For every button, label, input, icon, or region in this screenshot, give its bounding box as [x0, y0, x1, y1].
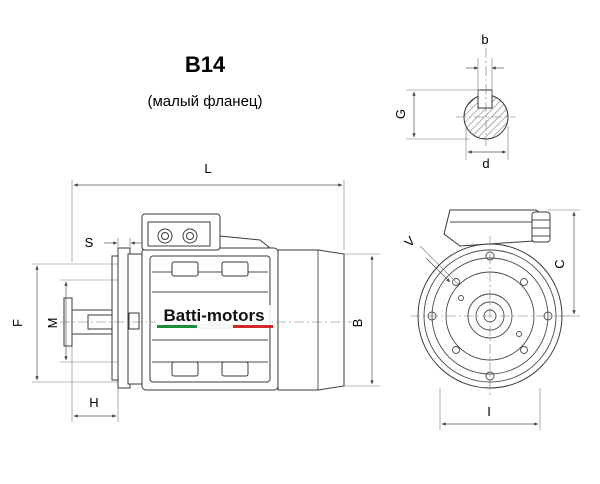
brand-stripe-white [196, 324, 234, 329]
dim-label-d: d [482, 156, 489, 171]
dim-label-g: G [393, 109, 408, 119]
page-subtitle: (малый фланец) [147, 93, 263, 110]
dim-label-c: C [552, 259, 567, 268]
dim-label-b: b [481, 32, 488, 47]
shaft-section [406, 48, 516, 160]
dim-label-h: H [89, 395, 98, 410]
brand-logo: Batti-motors [156, 305, 273, 329]
motor-side-view [32, 180, 380, 422]
dim-label-i: I [487, 404, 491, 419]
dim-label-l: L [204, 161, 211, 176]
dim-label-v: V [401, 233, 418, 250]
brand-stripe-red [233, 325, 273, 328]
brand-stripe-green [157, 325, 197, 328]
page-title: B14 [184, 52, 226, 77]
dim-label-m: M [45, 318, 60, 329]
dim-label-bb: B [350, 319, 365, 328]
dim-label-s: S [85, 235, 94, 250]
brand-name: Batti-motors [163, 306, 264, 325]
motor-front-view [410, 209, 580, 430]
dim-label-f: F [10, 319, 25, 327]
